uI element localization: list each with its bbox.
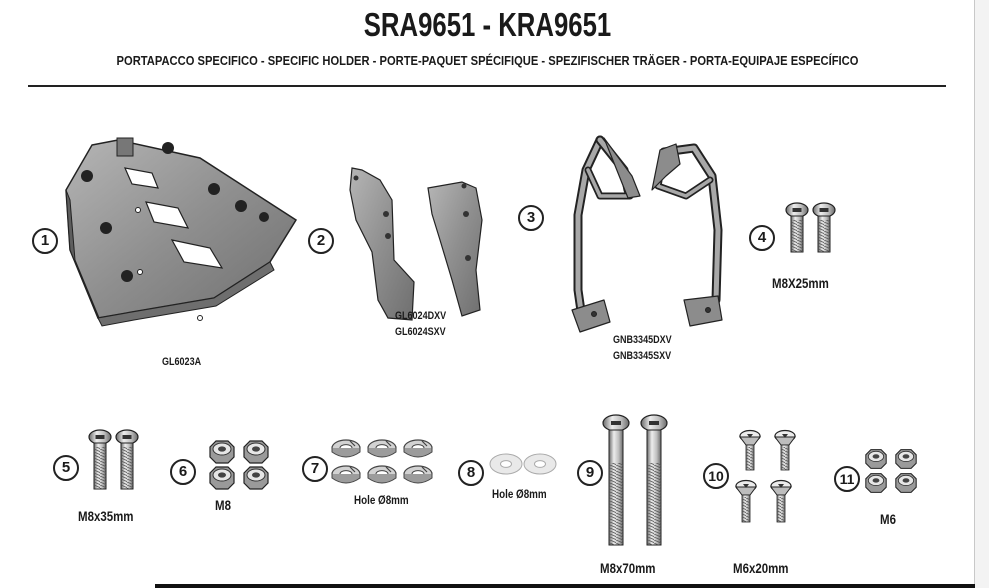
tubular-brackets-icon bbox=[571, 135, 723, 333]
page-subtitle: PORTAPACCO SPECIFICO - SPECIFIC HOLDER -… bbox=[116, 53, 859, 68]
item-number-10: 10 bbox=[703, 463, 729, 489]
item-number-2: 2 bbox=[308, 228, 334, 254]
item-10-size: M6x20mm bbox=[733, 560, 789, 576]
item-number-8: 8 bbox=[458, 460, 484, 486]
item-3-code-sx: GNB3345SXV bbox=[613, 350, 672, 362]
right-margin-line bbox=[974, 0, 975, 588]
side-brackets-icon bbox=[349, 167, 483, 321]
bolts-m8x35-icon bbox=[88, 429, 139, 490]
item-8-size: Hole Ø8mm bbox=[492, 487, 547, 501]
bolts-m6x20-icon bbox=[735, 429, 796, 523]
header-divider bbox=[28, 85, 946, 87]
page-title: SRA9651 - KRA9651 bbox=[363, 6, 612, 43]
item-number-5: 5 bbox=[53, 455, 79, 481]
bolts-m8x70-icon bbox=[602, 414, 668, 546]
item-7-size: Hole Ø8mm bbox=[354, 493, 409, 507]
rack-plate-icon bbox=[65, 137, 298, 327]
bottom-border bbox=[155, 584, 975, 588]
item-number-3: 3 bbox=[518, 205, 544, 231]
item-9-size: M8x70mm bbox=[600, 560, 656, 576]
item-6-size: M8 bbox=[215, 497, 231, 513]
nuts-m6-icon bbox=[865, 449, 917, 493]
item-number-9: 9 bbox=[577, 460, 603, 486]
item-number-1: 1 bbox=[32, 228, 58, 254]
right-margin-strip bbox=[975, 0, 989, 588]
item-5-size: M8x35mm bbox=[78, 508, 134, 524]
item-number-7: 7 bbox=[302, 456, 328, 482]
bolts-m8x25-icon bbox=[785, 202, 836, 253]
item-2-code-sx: GL6024SXV bbox=[395, 326, 446, 338]
item-3-code-dx: GNB3345DXV bbox=[613, 334, 672, 346]
item-11-size: M6 bbox=[880, 511, 896, 527]
nuts-m8-icon bbox=[209, 440, 269, 490]
spring-washers-icon bbox=[331, 439, 433, 484]
item-2-code-dx: GL6024DXV bbox=[395, 310, 447, 322]
item-number-11: 11 bbox=[834, 466, 860, 492]
item-4-size: M8X25mm bbox=[772, 275, 829, 291]
item-1-code: GL6023A bbox=[162, 356, 202, 368]
item-number-6: 6 bbox=[170, 459, 196, 485]
item-number-4: 4 bbox=[749, 225, 775, 251]
flat-washers-icon bbox=[489, 453, 557, 475]
